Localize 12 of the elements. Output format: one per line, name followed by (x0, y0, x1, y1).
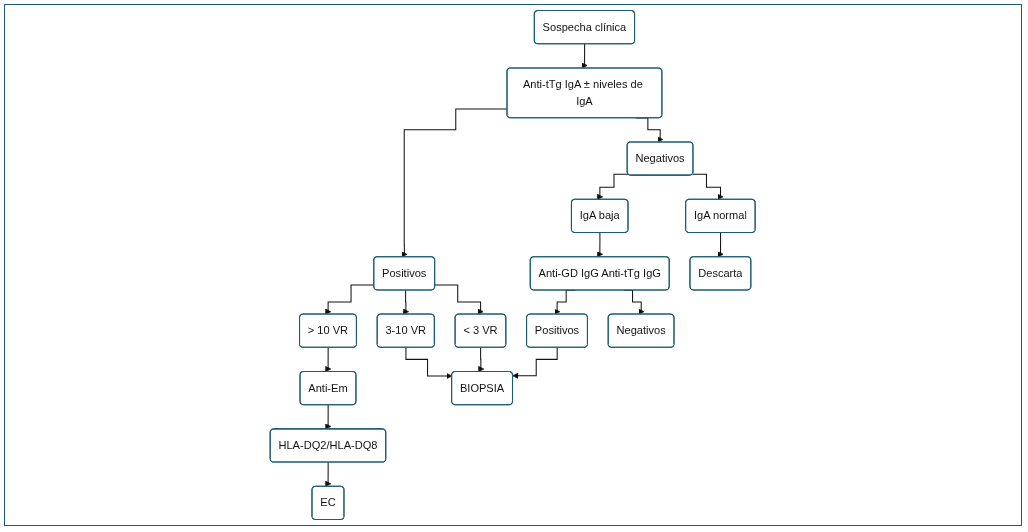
arrow (403, 289, 410, 315)
arrow (582, 43, 589, 69)
arrow (325, 404, 332, 430)
arrow (478, 347, 485, 373)
arrow (325, 461, 332, 487)
arrow (325, 284, 375, 315)
arrow (512, 347, 559, 379)
arrow (692, 173, 725, 200)
arrow (597, 173, 630, 200)
arrow (325, 347, 332, 373)
arrow (597, 232, 604, 258)
arrow (717, 232, 725, 258)
